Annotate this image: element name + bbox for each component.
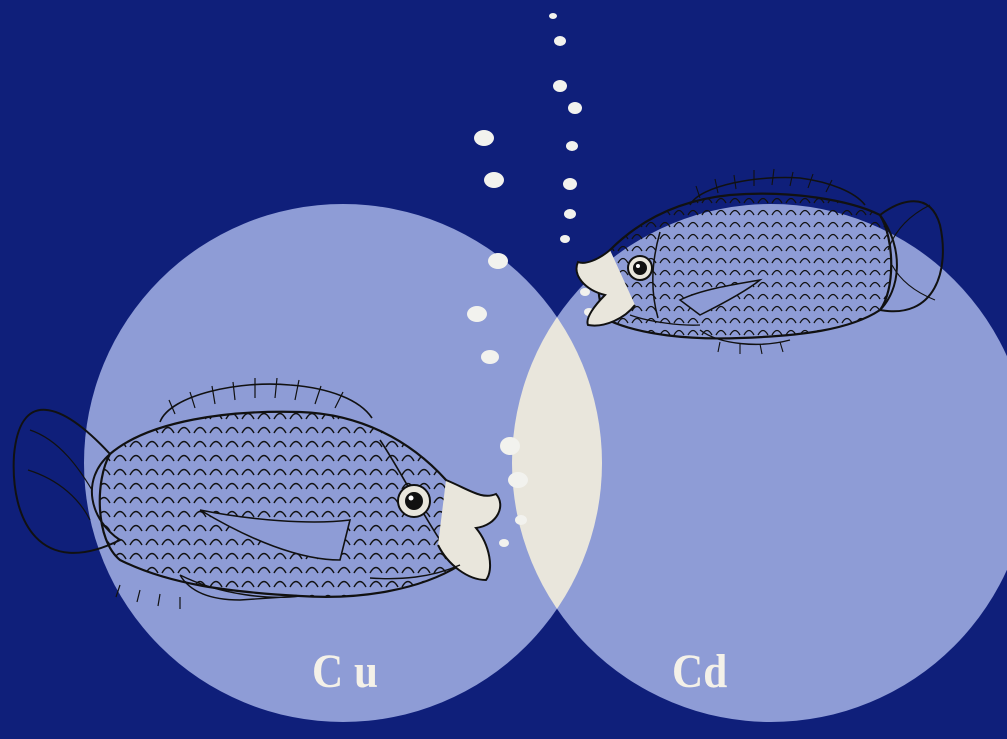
- set-label-right: Cd: [672, 648, 727, 696]
- set-label-left: C u: [312, 648, 378, 696]
